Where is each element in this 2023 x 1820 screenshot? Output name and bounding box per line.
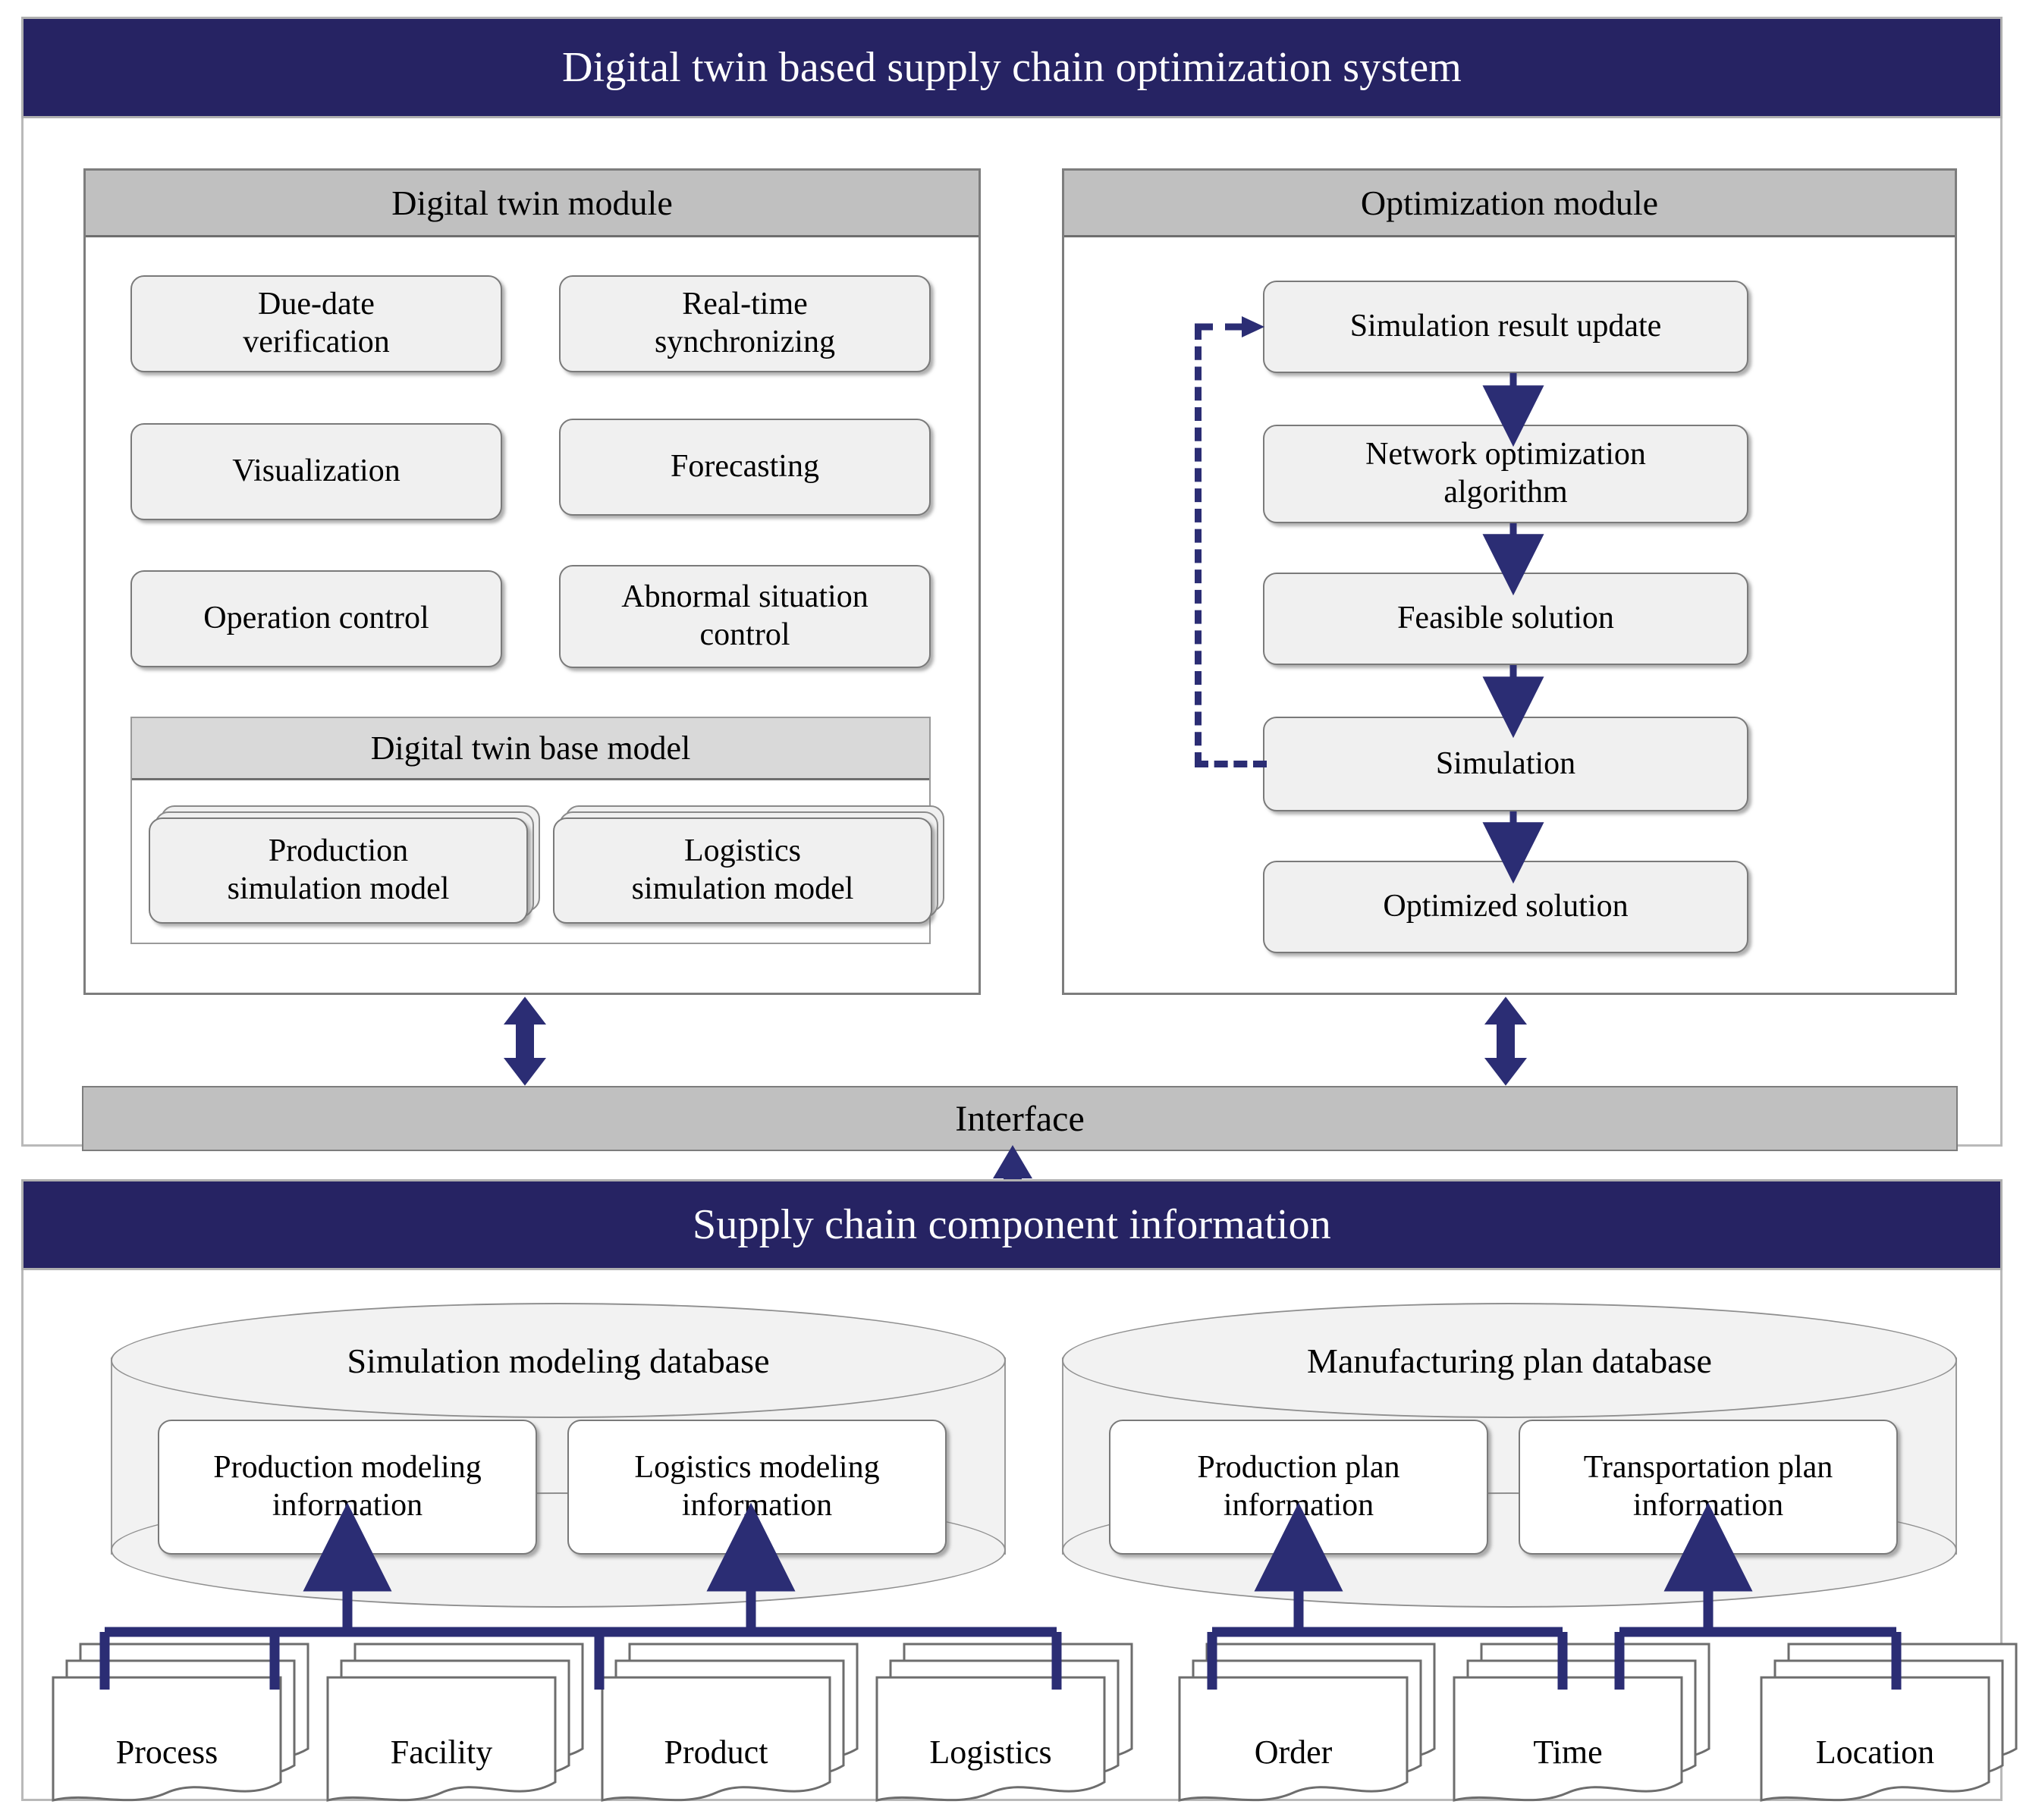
- feedback-loop-arrow: [1195, 316, 1264, 337]
- function-label: Operation control: [203, 601, 429, 636]
- component-label: Time: [1533, 1733, 1603, 1771]
- step-label: Optimized solution: [1383, 889, 1629, 924]
- manufacturing-db-top-ellipse: [1062, 1303, 1957, 1418]
- digital-twin-base-model-header: Digital twin base model: [132, 718, 929, 780]
- system-title: Digital twin based supply chain optimiza…: [561, 44, 1462, 91]
- component-label: Product: [664, 1733, 768, 1771]
- component-process[interactable]: Process: [53, 1721, 281, 1782]
- component-order[interactable]: Order: [1180, 1721, 1407, 1782]
- function-operation-control[interactable]: Operation control: [130, 570, 502, 667]
- function-label: Visualization: [232, 453, 401, 489]
- simulation-db-title: Simulation modeling database: [347, 1341, 770, 1380]
- component-label: Facility: [390, 1733, 493, 1771]
- component-label: Order: [1254, 1733, 1333, 1771]
- simulation-db-top-ellipse: [111, 1303, 1006, 1418]
- digital-twin-module-title: Digital twin module: [391, 184, 673, 222]
- base-model-title: Digital twin base model: [370, 730, 691, 767]
- supply-chain-title-bar: Supply chain component information: [21, 1179, 2003, 1270]
- digital-twin-interface-double-arrow: [503, 996, 547, 1086]
- component-time[interactable]: Time: [1454, 1721, 1682, 1782]
- component-label: Process: [115, 1733, 218, 1771]
- step-label: Feasible solution: [1397, 601, 1614, 636]
- component-label: Logistics: [929, 1733, 1052, 1771]
- component-product[interactable]: Product: [602, 1721, 830, 1782]
- feedback-loop-vertical: [1195, 326, 1202, 766]
- supply-chain-to-interface-arrow: [993, 1145, 1032, 1207]
- manufacturing-db-title: Manufacturing plan database: [1307, 1341, 1712, 1380]
- function-label: Forecasting: [671, 449, 819, 485]
- function-visualization[interactable]: Visualization: [130, 423, 502, 520]
- database-component-connectors: [99, 1502, 1902, 1690]
- digital-twin-module-header: Digital twin module: [86, 171, 979, 237]
- optimization-flow-arrows: [1482, 373, 1544, 884]
- supply-chain-title: Supply chain component information: [693, 1201, 1331, 1248]
- step-simulation-result-update[interactable]: Simulation result update: [1263, 281, 1748, 373]
- component-location[interactable]: Location: [1761, 1721, 1989, 1782]
- component-logistics[interactable]: Logistics: [877, 1721, 1104, 1782]
- step-label: Simulation: [1435, 745, 1576, 781]
- feedback-loop-bottom: [1195, 761, 1267, 767]
- component-label: Location: [1815, 1733, 1935, 1771]
- function-forecasting[interactable]: Forecasting: [559, 419, 931, 516]
- optimization-module-header: Optimization module: [1064, 171, 1955, 237]
- system-title-bar: Digital twin based supply chain optimiza…: [21, 17, 2003, 118]
- interface-bar: Interface: [82, 1086, 1958, 1151]
- optimization-interface-double-arrow: [1484, 996, 1528, 1086]
- component-facility[interactable]: Facility: [328, 1721, 555, 1782]
- interface-label: Interface: [955, 1098, 1085, 1139]
- step-label: Simulation result update: [1349, 309, 1662, 344]
- optimization-module-title: Optimization module: [1360, 184, 1659, 222]
